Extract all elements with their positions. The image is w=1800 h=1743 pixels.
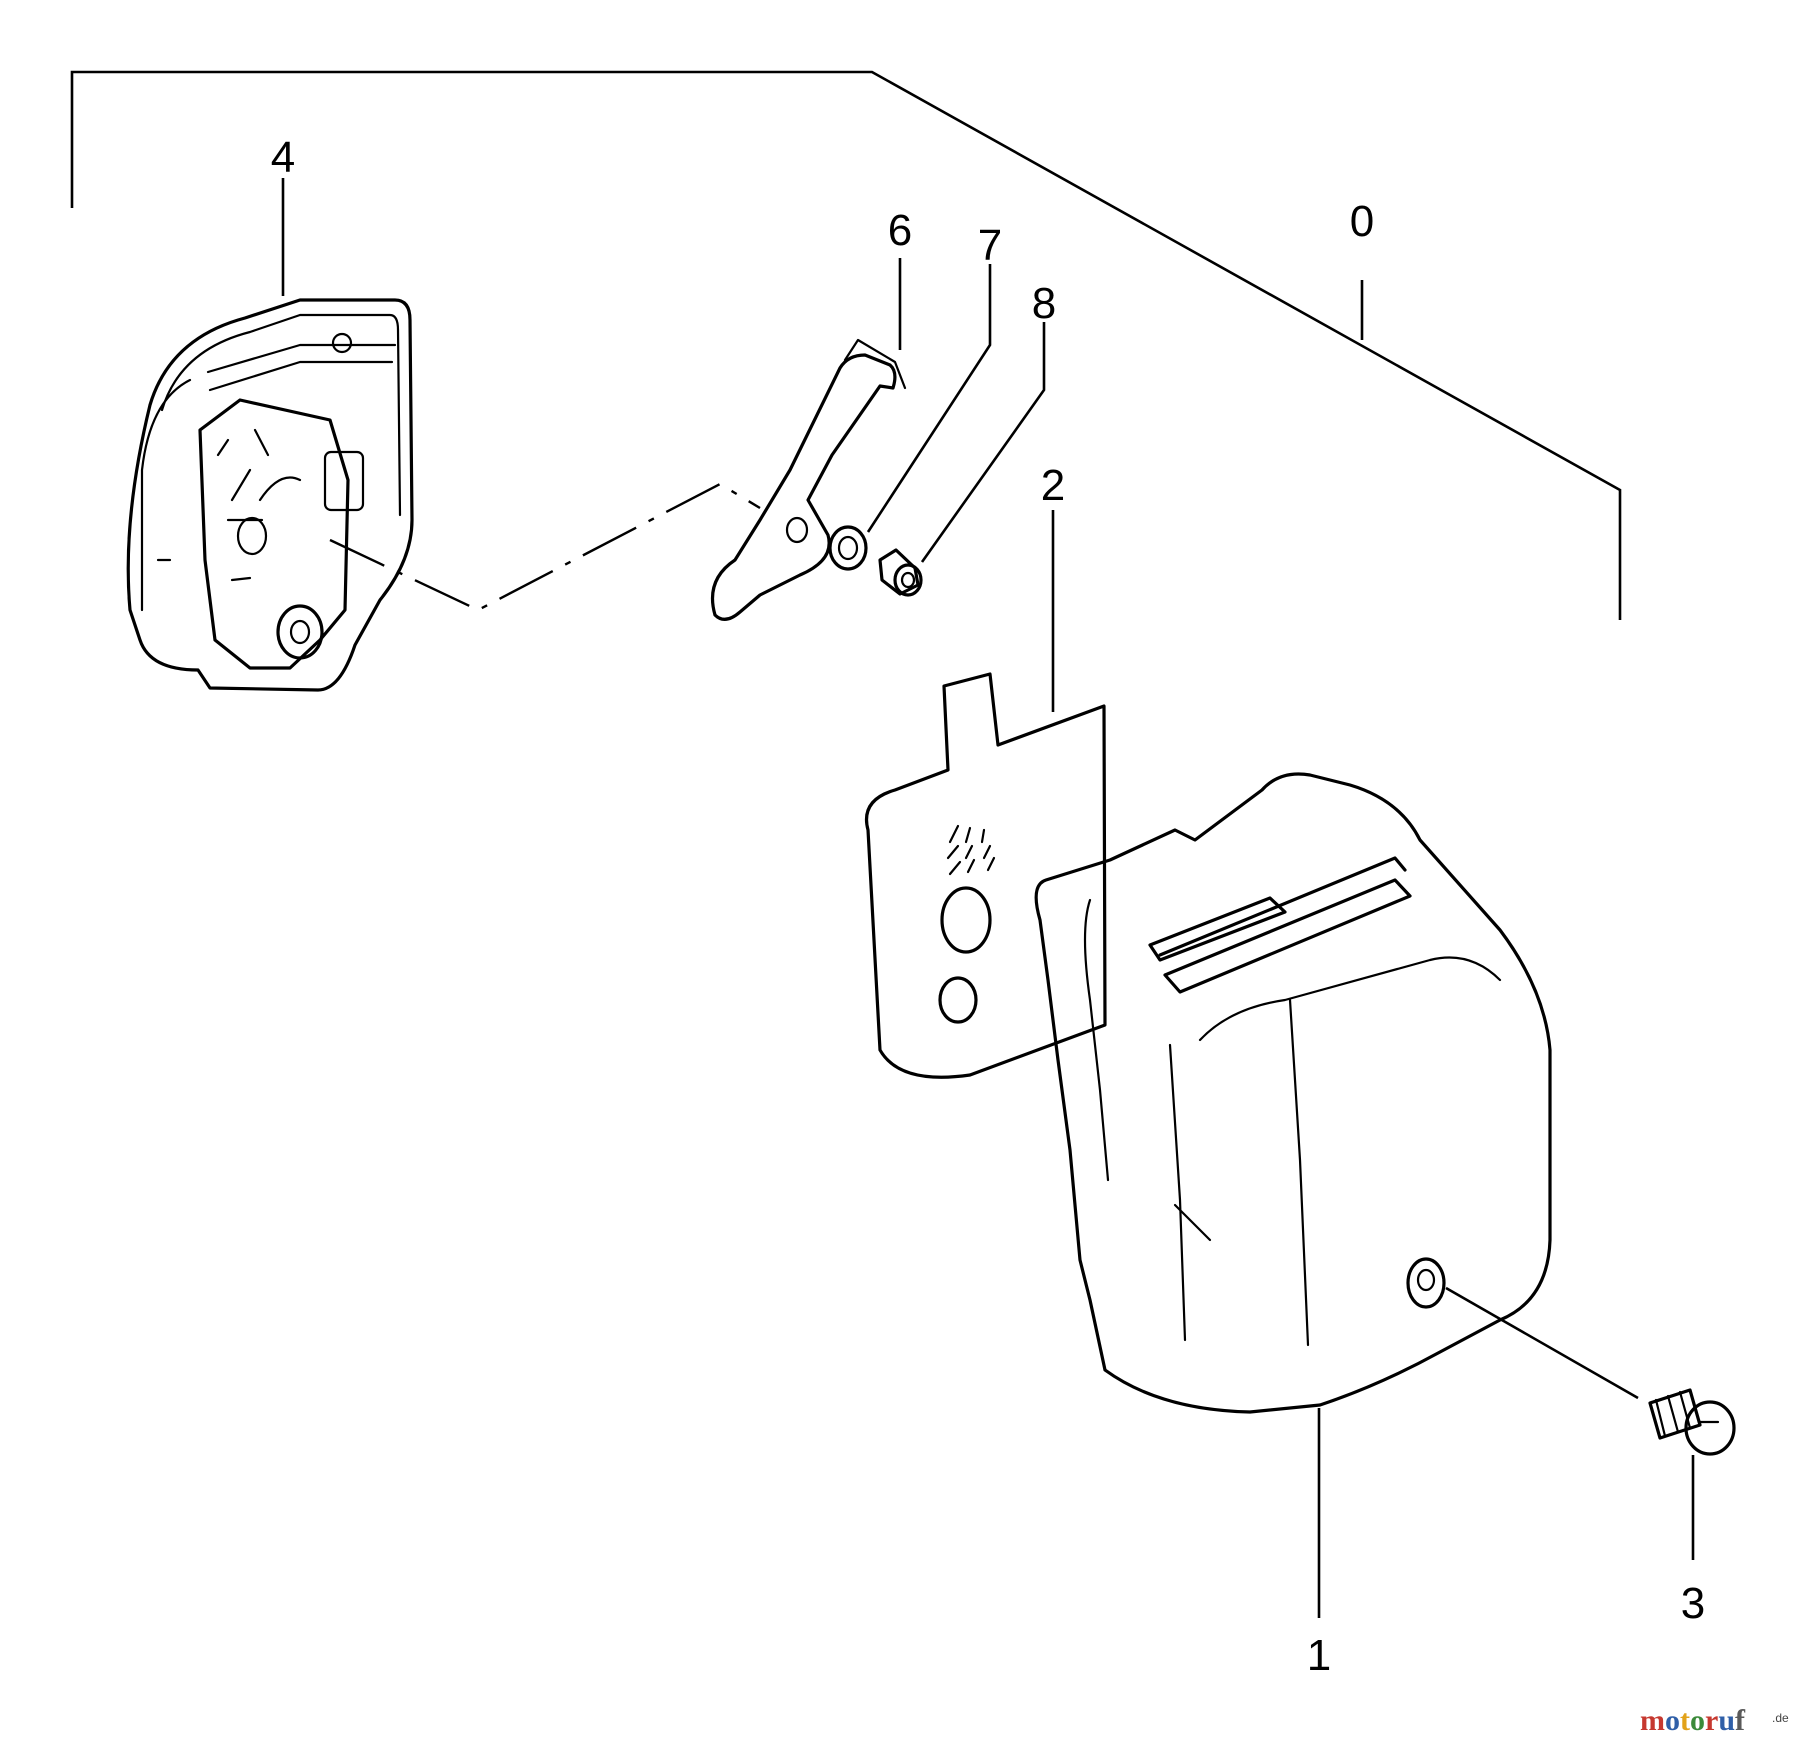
callout-3: 3	[1681, 1579, 1705, 1628]
callout-labels: 4 6 7 8 0 2 1 3	[271, 133, 1705, 1680]
part-4-cover	[126, 298, 414, 692]
part-1-muffler	[1034, 772, 1552, 1414]
callout-1: 1	[1307, 1631, 1331, 1680]
svg-text:motoruf: motoruf	[1640, 1704, 1746, 1737]
part-2-plate	[865, 672, 1107, 1079]
part-3-screw	[1648, 1388, 1736, 1456]
part-6-lever	[710, 338, 907, 621]
callout-8: 8	[1032, 279, 1056, 328]
assembly-bracket	[70, 70, 1622, 620]
callout-6: 6	[888, 206, 912, 255]
part-7-ring	[828, 525, 868, 571]
callout-0: 0	[1350, 197, 1374, 246]
watermark-suffix: .de	[1772, 1711, 1789, 1725]
part-8-bushing	[878, 548, 923, 597]
callout-7: 7	[978, 221, 1002, 270]
centerline-dash	[329, 482, 761, 612]
callout-4: 4	[271, 133, 295, 182]
callout-2: 2	[1041, 461, 1065, 510]
watermark-logo: motoruf .de	[1640, 1704, 1789, 1737]
leader-lines	[281, 178, 1695, 1618]
